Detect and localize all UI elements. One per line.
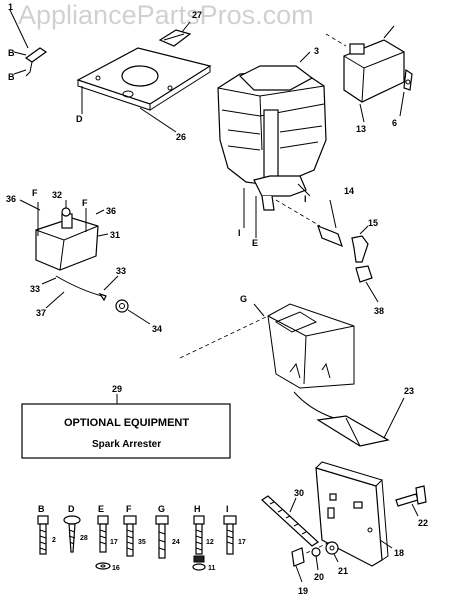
- optional-equipment-box: [21, 403, 231, 459]
- hardware-number-17: 17: [238, 539, 246, 546]
- fuel-fitting-part: [275, 199, 379, 303]
- clip-part: [9, 9, 48, 77]
- hardware-number-16: 16: [112, 565, 120, 572]
- hardware-letter-e: E: [98, 504, 104, 514]
- hardware-letter-h: H: [194, 504, 201, 514]
- part-number-38: 38: [374, 306, 384, 316]
- box-title: OPTIONAL EQUIPMENT: [64, 417, 189, 429]
- ref-letter-g: G: [240, 294, 247, 304]
- chassis-frame-part: [179, 303, 405, 447]
- part-number-19: 19: [298, 586, 308, 596]
- hardware-letter-g: G: [158, 504, 165, 514]
- part-number-21: 21: [338, 566, 348, 576]
- part-number-31: 31: [110, 230, 120, 240]
- bolt-part: [395, 485, 427, 517]
- part-number-32: 32: [52, 190, 62, 200]
- ref-letter-b: B: [8, 72, 15, 82]
- ref-letter-i: I: [304, 194, 307, 204]
- part-number-14: 14: [344, 186, 354, 196]
- part-number-34: 34: [152, 324, 162, 334]
- hardware-number-17: 17: [110, 539, 118, 546]
- small-hardware-part: [291, 541, 339, 583]
- part-number-13: 13: [356, 124, 366, 134]
- hardware-letter-f: F: [126, 504, 132, 514]
- decal-part: [158, 21, 192, 47]
- part-number-36: 36: [106, 206, 116, 216]
- engine-part: [217, 51, 327, 238]
- part-number-18: 18: [394, 548, 404, 558]
- ref-letter-i: I: [238, 228, 241, 238]
- part-number-33: 33: [116, 266, 126, 276]
- rod-part: [261, 495, 319, 547]
- hardware-bolts: [37, 515, 237, 571]
- part-number-33: 33: [30, 284, 40, 294]
- hardware-number-11: 11: [208, 565, 216, 572]
- part-number-36: 36: [6, 194, 16, 204]
- watermark-text: AppliancePartsPros.com: [18, 0, 314, 30]
- hardware-number-2: 2: [52, 537, 56, 544]
- part-number-27: 27: [192, 10, 202, 20]
- part-number-26: 26: [176, 132, 186, 142]
- ref-letter-f: F: [32, 188, 38, 198]
- part-number-3: 3: [314, 46, 319, 56]
- hardware-number-24: 24: [172, 539, 180, 546]
- part-number-20: 20: [314, 572, 324, 582]
- hardware-number-12: 12: [206, 539, 214, 546]
- part-number-15: 15: [368, 218, 378, 228]
- nut-part: [115, 299, 151, 325]
- part-number-37: 37: [36, 308, 46, 318]
- ref-letter-b: B: [8, 48, 15, 58]
- part-number-22: 22: [418, 518, 428, 528]
- part-number-6: 6: [392, 118, 397, 128]
- mounting-plate-part: [76, 47, 212, 133]
- part-number-29: 29: [112, 384, 122, 394]
- hardware-letter-d: D: [68, 504, 75, 514]
- muffler-part: [19, 199, 119, 309]
- part-number-30: 30: [294, 488, 304, 498]
- hardware-number-35: 35: [138, 539, 146, 546]
- part-number-1: 1: [8, 2, 13, 12]
- ref-letter-e: E: [252, 238, 258, 248]
- fuel-tank-part: [325, 25, 413, 123]
- hardware-number-28: 28: [80, 535, 88, 542]
- ref-letter-f: F: [82, 198, 88, 208]
- part-number-23: 23: [404, 386, 414, 396]
- hardware-letter-i: I: [226, 504, 229, 514]
- hardware-letter-b: B: [38, 504, 45, 514]
- box-subtitle: Spark Arrester: [92, 439, 161, 450]
- ref-letter-d: D: [76, 114, 83, 124]
